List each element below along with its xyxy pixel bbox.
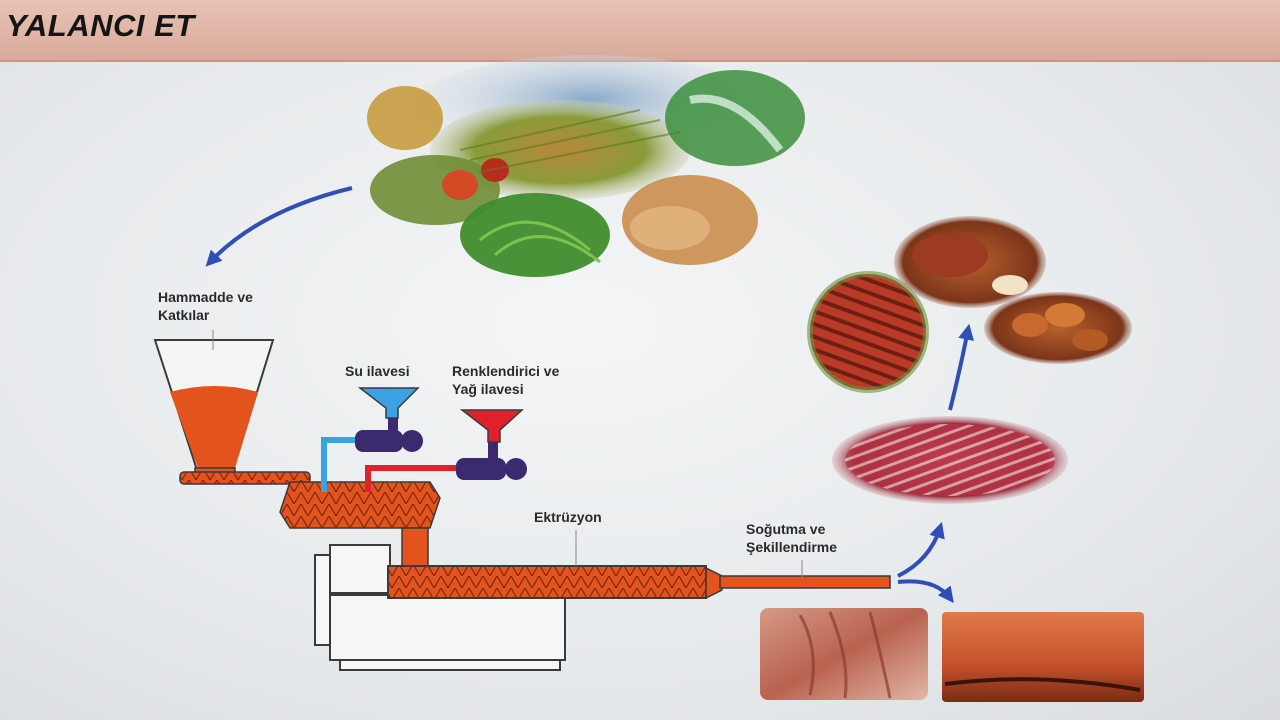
meat-patty-photos xyxy=(807,216,1132,393)
flow-arrow-up-to-minced xyxy=(897,521,945,578)
colorant-label: Renklendirici ve Yağ ilavesi xyxy=(452,362,559,398)
cooling-label-line1: Soğutma ve xyxy=(746,521,826,537)
flow-arrow-crops-to-hopper xyxy=(205,186,353,267)
cooling-label: Soğutma ve Şekillendirme xyxy=(746,520,837,556)
flow-arrow-up-to-patties xyxy=(948,323,974,411)
water-feed xyxy=(321,387,423,492)
water-label-text: Su ilavesi xyxy=(345,363,410,379)
meat-slab-photos xyxy=(760,608,1144,702)
raw-material-label: Hammadde ve Katkılar xyxy=(158,288,253,324)
cooling-label-line2: Şekillendirme xyxy=(746,539,838,555)
minced-meat-photo xyxy=(832,416,1068,504)
colorant-label-line1: Renklendirici ve xyxy=(452,363,560,379)
colorant-feed xyxy=(365,409,527,492)
ingredient-hopper xyxy=(153,330,275,479)
extrusion-label: Ektrüzyon xyxy=(534,508,602,526)
flow-arrow-down-to-slabs xyxy=(897,579,954,604)
slide-title: YALANCI ET xyxy=(6,8,195,43)
water-label: Su ilavesi xyxy=(345,362,410,380)
extruder-machine xyxy=(314,530,891,671)
raw-material-label-line1: Hammadde ve xyxy=(158,289,253,305)
extrusion-label-text: Ektrüzyon xyxy=(534,509,602,525)
crop-field-collage xyxy=(367,55,805,277)
raw-material-label-line2: Katkılar xyxy=(158,307,210,323)
feed-screw xyxy=(179,471,311,485)
colorant-label-line2: Yağ ilavesi xyxy=(452,381,524,397)
